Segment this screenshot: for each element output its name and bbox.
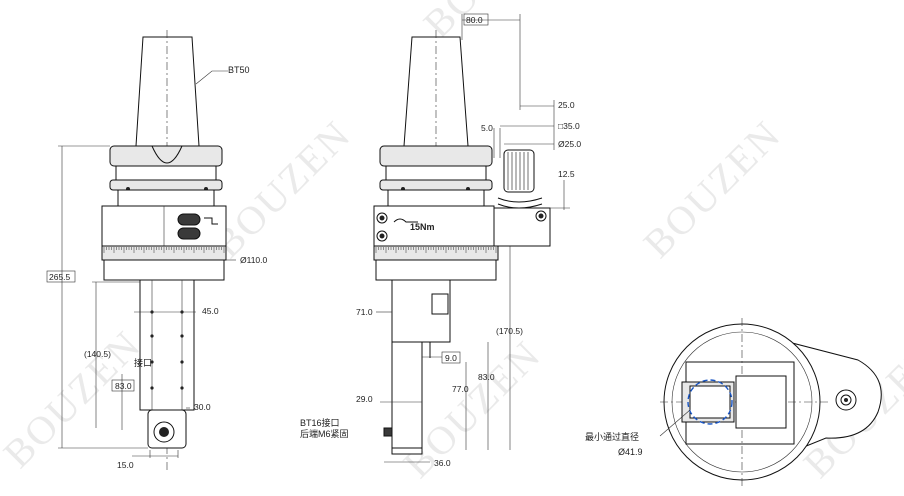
spindle-length-dim: (140.5) <box>84 349 111 359</box>
watermark: BOUZEN <box>205 111 360 266</box>
dim-30: 30.0 <box>194 402 211 412</box>
dim-9: 9.0 <box>445 353 457 363</box>
bore-label: 最小通过直径 <box>585 431 639 442</box>
dim-29: 29.0 <box>356 394 373 404</box>
torque-label: 15Nm <box>410 222 435 232</box>
port-label: 接口 <box>134 357 152 368</box>
min-bore-circle <box>687 379 733 425</box>
dim-170-5: (170.5) <box>496 326 523 336</box>
dim-71: 71.0 <box>356 307 373 317</box>
dim-83: 83.0 <box>478 372 495 382</box>
bore-diameter-dim: Ø41.9 <box>618 447 643 457</box>
watermark: BOUZEN <box>0 321 150 476</box>
port-height-dim: 83.0 <box>115 381 132 391</box>
overall-height-dim: 265.5 <box>49 272 71 282</box>
square-35-dim: □35.0 <box>558 121 580 131</box>
dim-45: 45.0 <box>202 306 219 316</box>
dim-15: 15.0 <box>117 460 134 470</box>
dim-5: 5.0 <box>481 123 493 133</box>
front-view: BT50 265.5 Ø110.0 (140.5) 接口 83.0 45.0 3… <box>46 30 268 470</box>
dim-77: 77.0 <box>452 384 469 394</box>
dim-25: 25.0 <box>558 100 575 110</box>
port-note-2: 后端M6紧固 <box>300 428 349 439</box>
dia-25-dim: Ø25.0 <box>558 139 581 149</box>
watermark: BOUZEN <box>635 111 790 266</box>
dim-12-5: 12.5 <box>558 169 575 179</box>
dim-36: 36.0 <box>434 458 451 468</box>
bt50-taper <box>135 36 200 147</box>
dim-80: 80.0 <box>466 15 483 25</box>
side-view: 15Nm 80.0 25.0 5.0 <box>300 13 581 468</box>
bt50-label: BT50 <box>228 65 250 75</box>
top-view: 最小通过直径 Ø41.9 <box>585 318 882 486</box>
port-note-1: BT16接口 <box>300 417 340 428</box>
body-diameter-dim: Ø110.0 <box>240 255 268 265</box>
spindle-holes <box>150 310 184 390</box>
